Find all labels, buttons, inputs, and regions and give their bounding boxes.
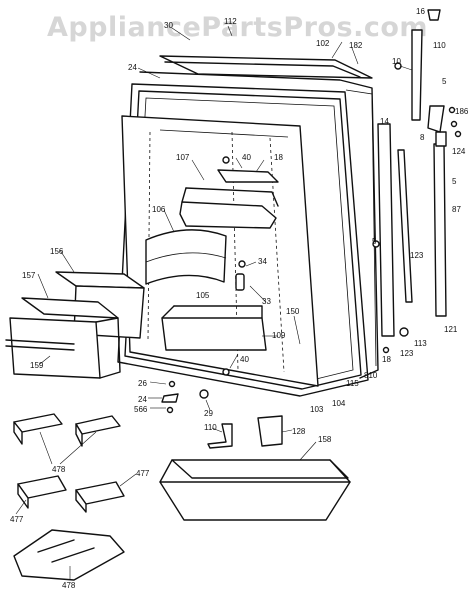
part-label-110: 110 — [433, 41, 446, 50]
part-label-112: 112 — [224, 17, 237, 26]
part-label-150: 150 — [286, 307, 300, 316]
part-label-109: 109 — [272, 331, 286, 340]
part-label-115: 115 — [346, 379, 359, 388]
part-label-40b: 40 — [240, 355, 249, 364]
small-hardware — [161, 380, 283, 449]
part-label-10: 10 — [392, 57, 401, 66]
part-label-18b: 18 — [382, 355, 391, 364]
door-channels — [377, 123, 447, 337]
lower-shelf-bin — [161, 305, 267, 351]
part-label-186: 186 — [455, 107, 469, 116]
part-label-104: 104 — [332, 399, 346, 408]
part-label-121: 121 — [444, 325, 458, 334]
part-label-8: 8 — [420, 133, 425, 142]
part-label-14: 14 — [380, 117, 389, 126]
part-label-106: 106 — [152, 205, 166, 214]
part-label-16: 16 — [416, 7, 425, 16]
part-label-123b: 123 — [400, 349, 414, 358]
part-label-5c: 5 — [372, 237, 377, 246]
watermark: AppliancePartsPros.com — [46, 12, 429, 43]
part-label-478: 478 — [52, 465, 66, 474]
shallow-tray — [159, 459, 351, 521]
part-label-102: 102 — [316, 39, 330, 48]
leader-lines — [15, 25, 413, 580]
part-label-30: 30 — [164, 21, 173, 30]
part-label-5: 5 — [442, 77, 447, 86]
part-label-156: 156 — [50, 247, 64, 256]
part-label-26: 26 — [138, 379, 147, 388]
part-label-477: 477 — [136, 469, 150, 478]
part-label-5b: 5 — [452, 177, 457, 186]
side-frame — [139, 71, 379, 379]
part-label-157: 157 — [22, 271, 36, 280]
part-label-810: 810 — [364, 371, 378, 380]
part-label-87: 87 — [452, 205, 461, 214]
part-label-29: 29 — [204, 409, 213, 418]
freezer-bin-assembly — [5, 271, 145, 379]
small-bins — [13, 413, 125, 581]
part-label-40: 40 — [242, 153, 251, 162]
part-label-128: 128 — [292, 427, 306, 436]
upper-shelf-bin — [179, 169, 279, 229]
part-label-477b: 477 — [10, 515, 24, 524]
part-label-123: 123 — [410, 251, 424, 260]
part-label-113: 113 — [414, 339, 427, 348]
part-label-182: 182 — [349, 41, 363, 50]
hinge-brackets — [372, 9, 462, 354]
dairy-door — [145, 229, 227, 285]
part-label-159: 159 — [30, 361, 44, 370]
part-label-34: 34 — [258, 257, 267, 266]
liner-hardware — [222, 156, 246, 376]
top-cap — [159, 55, 373, 79]
part-label-124: 124 — [452, 147, 466, 156]
part-label-107: 107 — [176, 153, 190, 162]
part-label-105: 105 — [196, 291, 210, 300]
part-label-18: 18 — [274, 153, 283, 162]
part-label-103: 103 — [310, 405, 324, 414]
part-label-110b: 110 — [204, 423, 217, 432]
part-label-24: 24 — [128, 63, 137, 72]
part-label-478b: 478 — [62, 581, 76, 590]
part-label-33: 33 — [262, 297, 271, 306]
part-label-24b: 24 — [138, 395, 147, 404]
part-label-158: 158 — [318, 435, 332, 444]
part-label-566: 566 — [134, 405, 148, 414]
